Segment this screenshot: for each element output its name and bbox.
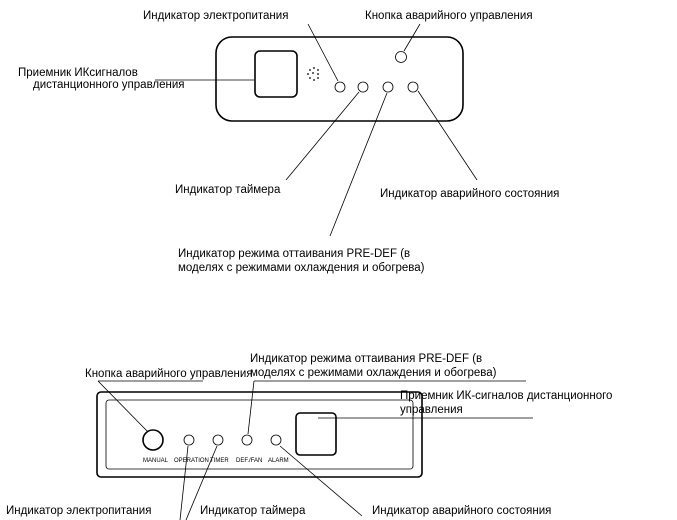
top-power-label: Индикатор электропитания xyxy=(143,10,288,22)
bottom-receiver-window xyxy=(295,412,337,456)
top-manual-button xyxy=(395,51,407,63)
bottom-alarm-label: Индикатор аварийного состояния xyxy=(372,505,551,517)
bottom-receiver-label-1: Приемник ИК-сигналов дистанционного xyxy=(400,390,612,402)
bottom-operation-text: OPERATION xyxy=(174,458,209,464)
bottom-receiver-label-2: управления xyxy=(400,404,463,416)
bottom-timer-text: TIMER xyxy=(210,458,229,464)
bottom-operation-led xyxy=(183,434,195,446)
top-timer-led xyxy=(357,81,369,93)
top-receiver-label-1: Приемник ИКсигналов xyxy=(18,67,138,79)
bottom-predef-label-1: Индикатор режима оттаивания PRE-DEF (в xyxy=(250,353,482,365)
bottom-panel-inner xyxy=(105,399,414,470)
top-receiver-label-2: дистанционного управления xyxy=(33,79,185,91)
bottom-panel-outer xyxy=(96,391,423,478)
bottom-timer-led xyxy=(212,434,224,446)
bottom-manual-text: MANUAL xyxy=(143,458,169,464)
top-predef-label-1: Индикатор режима оттаивания PRE-DEF (в xyxy=(178,248,410,260)
bottom-deffan-text: DEF./FAN xyxy=(236,458,262,464)
top-panel: Индикатор электропитания Кнопка аварийно… xyxy=(18,10,559,274)
top-manual-label: Кнопка аварийного управления xyxy=(365,10,533,22)
bottom-deffan-led xyxy=(241,434,253,446)
bottom-power-label: Индикатор электропитания xyxy=(6,505,151,517)
top-alarm-led xyxy=(407,81,419,93)
bottom-manual-label: Кнопка аварийного управления xyxy=(85,368,253,380)
bottom-predef-label-2: моделях с режимами охлаждения и обогрева… xyxy=(250,367,497,379)
top-predef-label-2: моделях с режимами охлаждения и обогрева… xyxy=(178,262,425,274)
top-panel-body xyxy=(215,36,464,122)
top-buzzer-holes xyxy=(307,67,319,81)
bottom-timer-label: Индикатор таймера xyxy=(200,505,306,517)
bottom-panel: MANUAL OPERATION TIMER DEF./FAN ALARM Кн… xyxy=(6,353,612,520)
top-timer-label: Индикатор таймера xyxy=(175,184,281,196)
top-predef-led xyxy=(382,81,394,93)
top-power-led xyxy=(334,81,346,93)
bottom-alarm-text: ALARM xyxy=(268,458,289,464)
top-alarm-label: Индикатор аварийного состояния xyxy=(380,188,559,200)
bottom-alarm-led xyxy=(270,434,282,446)
bottom-manual-button xyxy=(142,429,164,451)
top-receiver-window xyxy=(254,50,298,98)
